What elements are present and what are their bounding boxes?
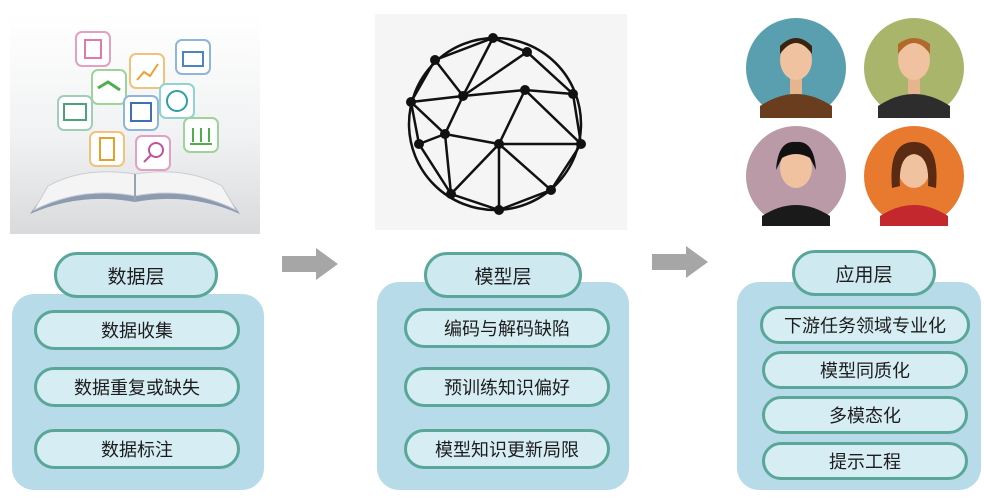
data-layer-item: 数据标注: [34, 429, 240, 469]
people-avatars-graphic: [746, 18, 964, 226]
data-layer-illustration: [10, 14, 260, 234]
chart-icon: [129, 53, 165, 89]
avatar-woman-mauve: [746, 126, 846, 226]
model-layer-item: 预训练知识偏好: [404, 367, 610, 407]
data-layer-item: 数据收集: [34, 310, 240, 350]
application-layer-item: 多模态化: [762, 396, 968, 434]
application-layer-illustration: [738, 10, 970, 232]
model-layer-item: 模型知识更新局限: [404, 429, 610, 469]
avatar-man-teal: [746, 18, 846, 118]
document-icon: [75, 31, 111, 67]
book-with-icons-graphic: [30, 31, 240, 214]
avatar-woman-orange: [864, 126, 964, 226]
network-sphere-graphic: [406, 33, 586, 215]
model-layer-illustration: [375, 14, 627, 230]
application-layer-item: 下游任务领域专业化: [760, 306, 970, 344]
arrow-right-icon: [652, 246, 708, 278]
data-layer-item: 数据重复或缺失: [34, 367, 240, 407]
application-layer-title: 应用层: [792, 250, 936, 296]
phone-icon: [89, 131, 125, 167]
application-layer-item: 提示工程: [762, 442, 968, 480]
building-icon: [183, 117, 219, 153]
magnifier-icon: [135, 135, 171, 171]
calendar-icon: [123, 95, 159, 131]
application-layer-item: 模型同质化: [762, 351, 968, 389]
briefcase-icon: [175, 39, 211, 75]
model-layer-title: 模型层: [424, 252, 582, 298]
avatar-man-green: [864, 18, 964, 118]
globe-icon: [159, 83, 195, 119]
folders-icon: [57, 95, 93, 131]
data-layer-title: 数据层: [54, 252, 218, 298]
model-layer-item: 编码与解码缺陷: [404, 308, 610, 348]
arrow-right-icon: [282, 248, 338, 280]
handshake-icon: [91, 69, 127, 105]
open-book-icon: [30, 171, 240, 214]
